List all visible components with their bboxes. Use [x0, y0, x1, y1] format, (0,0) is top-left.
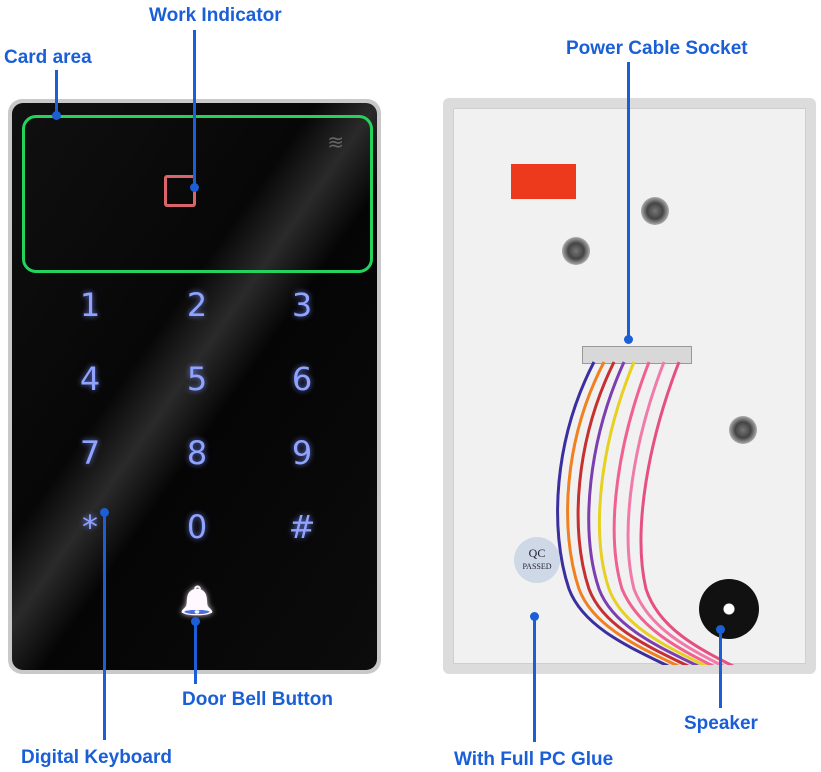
label-speaker: Speaker: [684, 713, 758, 734]
key-1[interactable]: 1: [79, 286, 101, 324]
label-card-area: Card area: [4, 47, 92, 68]
red-sticker: [511, 164, 576, 199]
key-0[interactable]: 0: [186, 508, 208, 546]
power-cable-socket: [582, 346, 692, 364]
qc-passed-text: PASSED: [522, 562, 552, 571]
speaker-buzzer: [699, 579, 759, 639]
card-area-frame: ≋: [22, 115, 373, 273]
door-bell-button[interactable]: 🔔: [167, 581, 227, 621]
screw-hole: [729, 416, 757, 444]
screw-hole: [562, 237, 590, 265]
key-4[interactable]: 4: [79, 360, 101, 398]
pointer-line-digital-keyboard: [103, 512, 106, 740]
pointer-dot-door-bell: [191, 617, 200, 626]
screw-hole: [641, 197, 669, 225]
qc-text: QC: [528, 546, 546, 560]
wifi-icon: ≋: [327, 132, 344, 154]
key-8[interactable]: 8: [186, 434, 208, 472]
pointer-dot-power-socket: [624, 335, 633, 344]
label-digital-keyboard: Digital Keyboard: [21, 747, 172, 768]
label-work-indicator: Work Indicator: [149, 5, 282, 26]
pointer-dot-work-indicator: [190, 183, 199, 192]
key-7[interactable]: 7: [79, 434, 101, 472]
bell-icon: 🔔: [179, 584, 215, 617]
pointer-line-speaker: [719, 630, 722, 708]
qc-passed-sticker: QC PASSED: [514, 537, 560, 583]
pointer-line-power-socket: [627, 62, 630, 340]
pointer-dot-digital-keyboard: [100, 508, 109, 517]
key-hash[interactable]: #: [288, 508, 316, 546]
key-2[interactable]: 2: [186, 286, 208, 324]
wire-bundle: [556, 361, 735, 665]
pointer-line-work-indicator: [193, 30, 196, 187]
keypad-face: ≋ 1 2 3 4 5 6 7 8 9 * 0 # 🔔: [12, 103, 377, 670]
key-star[interactable]: *: [82, 508, 98, 546]
pointer-line-pc-glue: [533, 617, 536, 742]
key-3[interactable]: 3: [291, 286, 313, 324]
keypad-device: ≋ 1 2 3 4 5 6 7 8 9 * 0 # 🔔: [8, 99, 381, 674]
pointer-line-door-bell: [194, 622, 197, 684]
pointer-dot-speaker: [716, 625, 725, 634]
pointer-dot-pc-glue: [530, 612, 539, 621]
label-door-bell-button: Door Bell Button: [182, 689, 333, 710]
pointer-dot-card-area: [52, 111, 61, 120]
key-5[interactable]: 5: [186, 360, 208, 398]
label-with-full-pc-glue: With Full PC Glue: [454, 749, 614, 770]
pointer-line-card-area: [55, 70, 58, 116]
key-9[interactable]: 9: [291, 434, 313, 472]
key-6[interactable]: 6: [291, 360, 313, 398]
label-power-cable-socket: Power Cable Socket: [566, 38, 748, 59]
